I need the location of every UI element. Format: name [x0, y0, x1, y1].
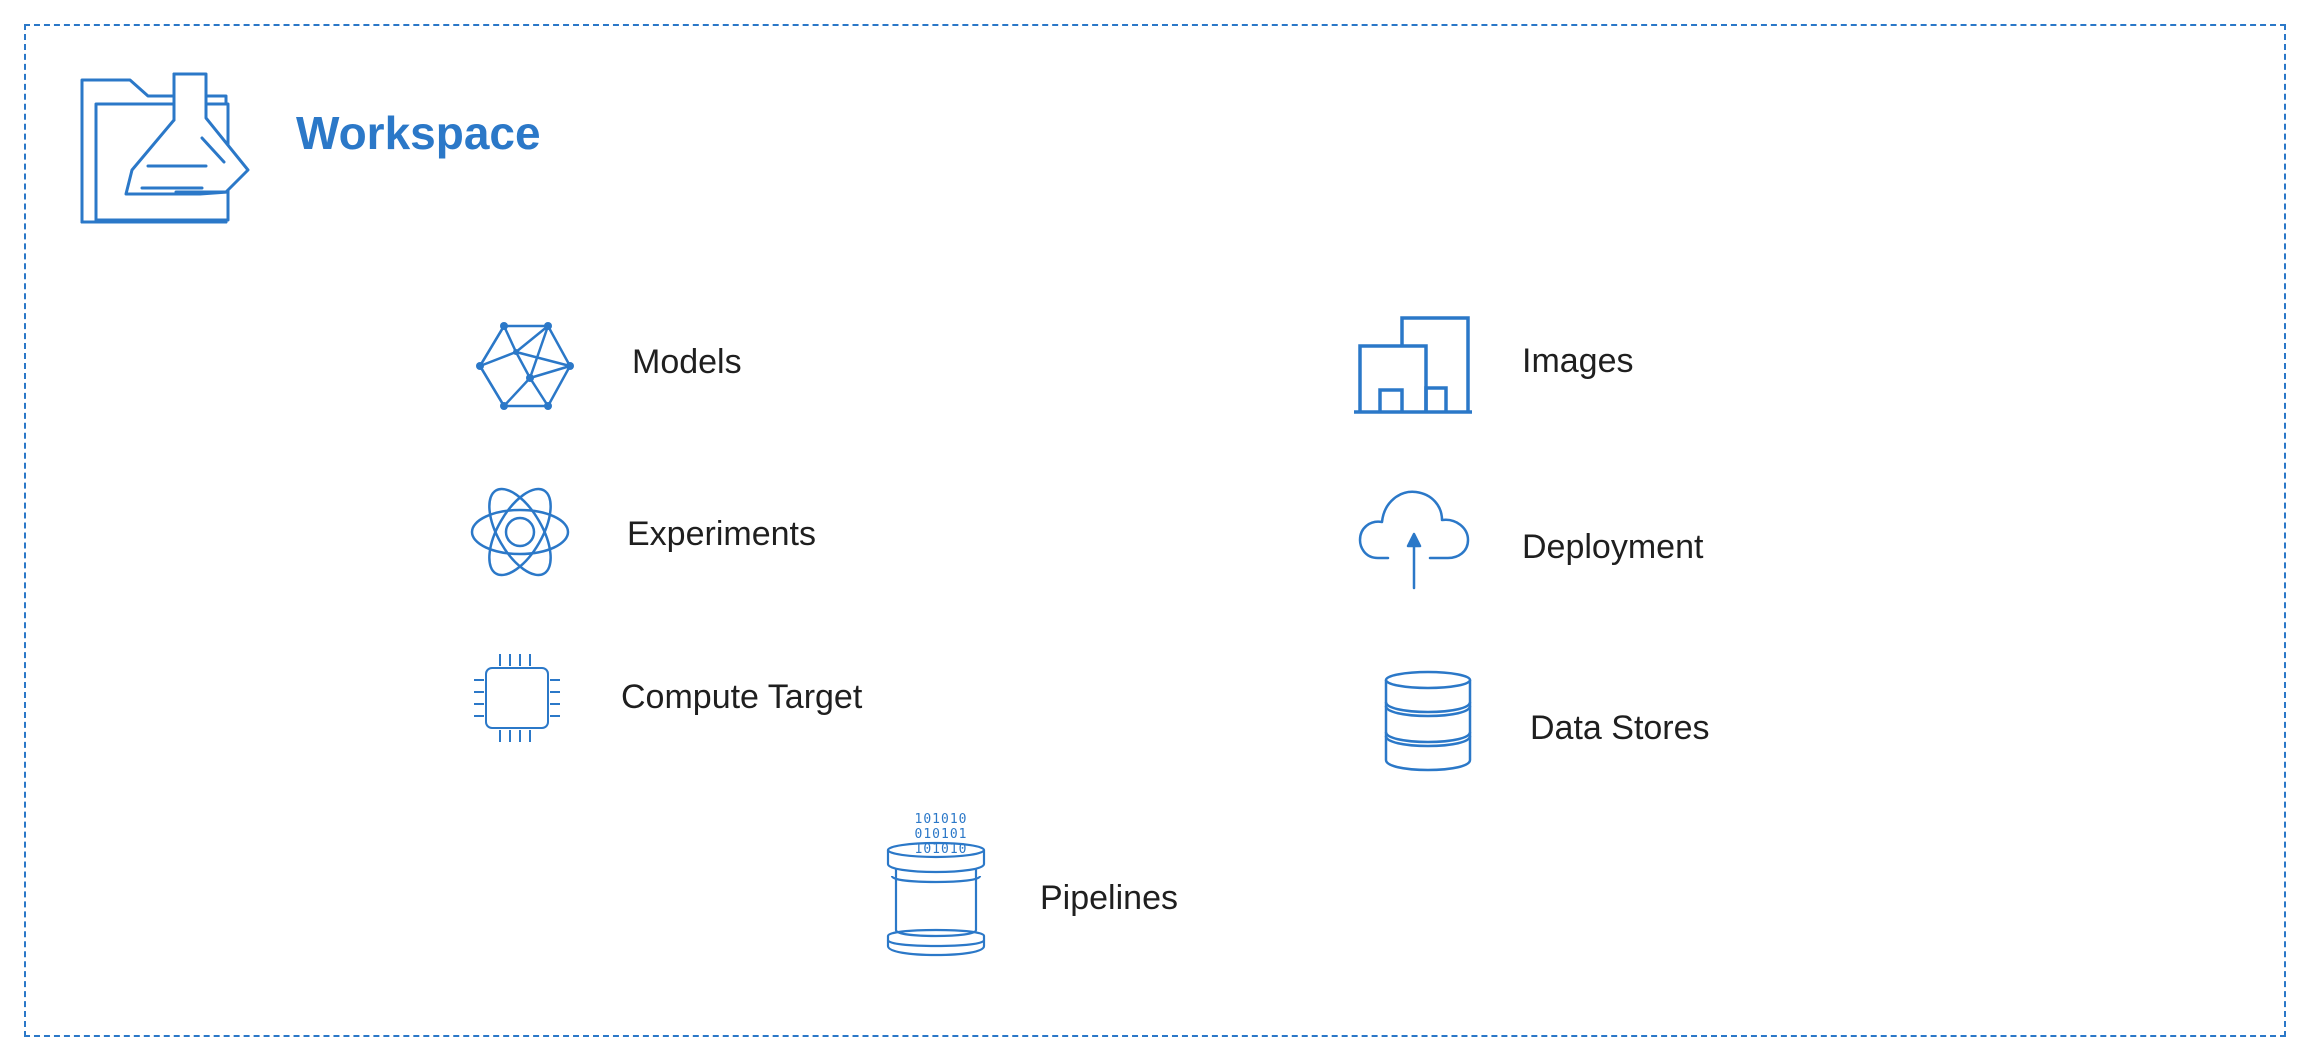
experiments-label: Experiments — [627, 515, 816, 553]
network-mesh-icon — [476, 322, 574, 410]
binary-line: 101010 — [914, 842, 968, 857]
data-cylinder-icon — [886, 841, 986, 957]
binary-digits: 101010 010101 101010 — [906, 812, 976, 857]
cpu-chip-icon — [474, 654, 560, 742]
pipelines-label: Pipelines — [1040, 879, 1178, 917]
building-icon — [1354, 316, 1472, 414]
binary-line: 101010 — [914, 812, 968, 827]
binary-line: 010101 — [914, 827, 968, 842]
data-stores-label: Data Stores — [1530, 709, 1710, 747]
models-label: Models — [632, 343, 742, 381]
database-icon — [1384, 670, 1472, 772]
atom-icon — [470, 487, 570, 577]
compute-target-label: Compute Target — [621, 678, 863, 716]
cloud-upload-icon — [1358, 490, 1470, 590]
deployment-label: Deployment — [1522, 528, 1704, 566]
workspace-boundary — [24, 24, 2286, 1037]
workspace-title: Workspace — [296, 107, 541, 159]
images-label: Images — [1522, 342, 1634, 380]
workspace-icon — [80, 72, 250, 224]
